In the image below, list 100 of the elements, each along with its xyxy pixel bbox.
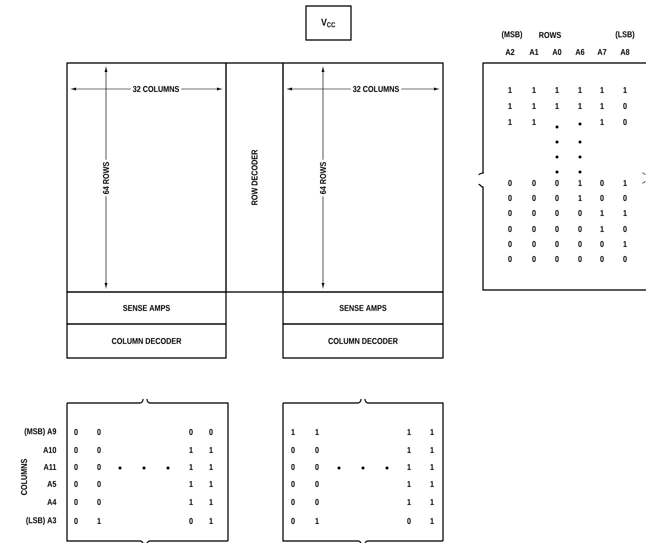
table-cell: 1 <box>209 518 213 524</box>
table-cell: 1 <box>600 119 604 125</box>
table-cell: 0 <box>555 210 559 216</box>
table-cell: 0 <box>600 180 604 186</box>
address-label: A4 <box>47 499 56 505</box>
table-cell: 1 <box>532 87 536 93</box>
memory-array-box <box>282 62 444 293</box>
address-label: A10 <box>43 447 56 453</box>
table-cell: 1 <box>430 518 434 524</box>
table-cell: 1 <box>532 119 536 125</box>
table-cell: 0 <box>508 241 512 247</box>
address-table-box <box>282 398 444 543</box>
table-cell: 0 <box>74 499 78 505</box>
table-cell: 0 <box>291 499 295 505</box>
table-cell: 0 <box>315 447 319 453</box>
memory-array-box <box>66 62 227 293</box>
address-label: (MSB) A9 <box>24 428 56 436</box>
table-cell: 0 <box>97 464 101 470</box>
table-cell: 1 <box>578 87 582 93</box>
table-cell: 1 <box>555 103 559 109</box>
column-decoder-box: COLUMN DECODER <box>282 323 444 359</box>
table-cell: 0 <box>623 226 627 232</box>
table-cell: 1 <box>430 464 434 470</box>
table-cell: 0 <box>555 241 559 247</box>
sense-amp-box: SENSE AMPS <box>66 291 227 325</box>
table-cell: 0 <box>508 256 512 262</box>
table-cell: 0 <box>555 195 559 201</box>
column-decoder-box: COLUMN DECODER <box>66 323 227 359</box>
table-cell: 0 <box>532 226 536 232</box>
table-cell: 1 <box>600 103 604 109</box>
table-cell: 1 <box>189 499 193 505</box>
table-cell: 1 <box>430 447 434 453</box>
axis-title: COLUMNS <box>21 459 27 495</box>
table-cell: 0 <box>291 447 295 453</box>
table-cell: 1 <box>189 481 193 487</box>
table-cell: 1 <box>578 195 582 201</box>
table-cell: 0 <box>623 103 627 109</box>
table-cell: 1 <box>209 464 213 470</box>
table-cell: 1 <box>623 180 627 186</box>
table-cell: 1 <box>578 103 582 109</box>
table-cell: 0 <box>555 256 559 262</box>
table-cell: 0 <box>532 210 536 216</box>
table-cell: 0 <box>600 195 604 201</box>
table-cell: 1 <box>623 210 627 216</box>
table-cell: 1 <box>407 429 411 435</box>
table-cell: 1 <box>430 499 434 505</box>
table-cell: 0 <box>600 256 604 262</box>
dimension-label: 64 ROWS <box>318 160 328 196</box>
row-decoder-box: ROW DECODER <box>225 62 284 293</box>
table-cell: 0 <box>532 180 536 186</box>
table-cell: 0 <box>407 518 411 524</box>
table-cell: 1 <box>623 87 627 93</box>
table-cell: 1 <box>189 464 193 470</box>
table-cell: 0 <box>189 429 193 435</box>
table-cell: 0 <box>532 195 536 201</box>
table-cell: 0 <box>532 241 536 247</box>
table-cell: 0 <box>315 481 319 487</box>
table-cell: 0 <box>578 256 582 262</box>
table-cell: 0 <box>623 256 627 262</box>
table-cell: 1 <box>430 429 434 435</box>
address-label: A11 <box>44 464 56 470</box>
table-cell: 1 <box>209 481 213 487</box>
table-cell: 0 <box>623 119 627 125</box>
sense-amp-box: SENSE AMPS <box>282 291 444 325</box>
table-cell: 0 <box>74 518 78 524</box>
table-cell: 0 <box>291 518 295 524</box>
table-cell: 0 <box>508 210 512 216</box>
table-cell: 1 <box>508 87 512 93</box>
table-cell: 0 <box>315 499 319 505</box>
table-cell: 0 <box>508 195 512 201</box>
table-cell: 0 <box>97 499 101 505</box>
table-cell: 0 <box>291 481 295 487</box>
table-cell: 0 <box>578 210 582 216</box>
table-cell: 0 <box>74 464 78 470</box>
table-cell: 1 <box>407 499 411 505</box>
table-cell: 1 <box>623 241 627 247</box>
table-cell: 1 <box>291 429 295 435</box>
column-header: ROWS <box>539 32 561 38</box>
table-cell: 1 <box>315 429 319 435</box>
address-table-box <box>66 398 229 543</box>
table-cell: 1 <box>315 518 319 524</box>
supply-label-box: V$_{CC}$ <box>305 5 352 41</box>
table-cell: 1 <box>407 481 411 487</box>
table-cell: 0 <box>291 464 295 470</box>
table-cell: 0 <box>578 226 582 232</box>
address-label: (LSB) A3 <box>26 517 56 525</box>
table-cell: 0 <box>555 226 559 232</box>
column-header: (MSB) <box>502 31 522 39</box>
table-cell: 0 <box>209 429 213 435</box>
table-cell: 1 <box>508 119 512 125</box>
table-cell: 1 <box>407 464 411 470</box>
table-cell: 0 <box>578 241 582 247</box>
table-cell: 0 <box>74 481 78 487</box>
table-cell: 1 <box>189 447 193 453</box>
table-cell: 0 <box>97 447 101 453</box>
table-cell: 1 <box>600 226 604 232</box>
table-cell: 1 <box>430 481 434 487</box>
table-cell: 0 <box>315 464 319 470</box>
table-cell: 1 <box>600 87 604 93</box>
table-cell: 1 <box>209 447 213 453</box>
